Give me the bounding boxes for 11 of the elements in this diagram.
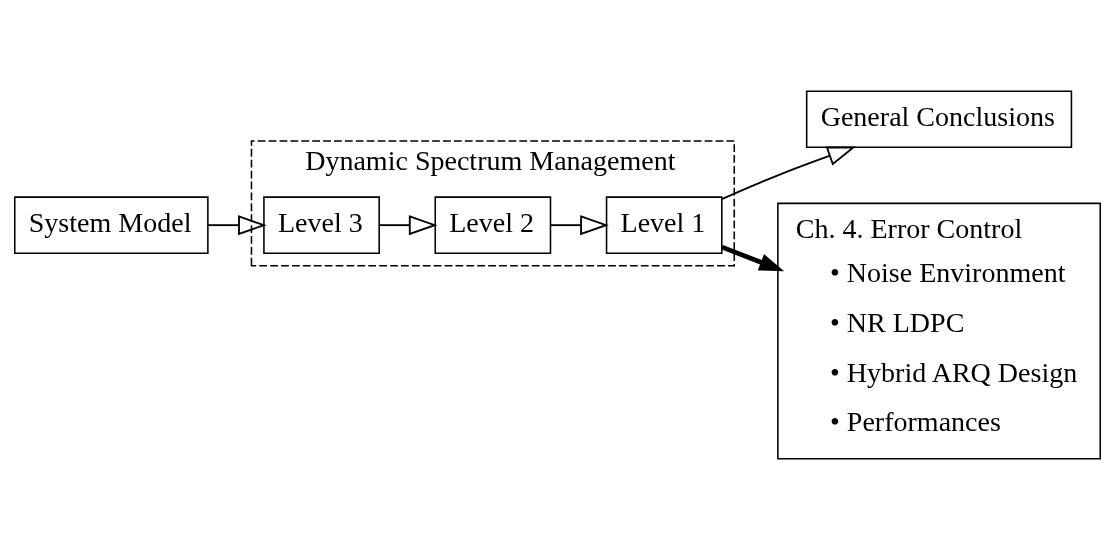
node-box: System Model: [13, 195, 209, 254]
arrow: [549, 214, 609, 235]
arrow: [378, 214, 438, 235]
arrow: [207, 214, 267, 235]
arrow: [720, 145, 856, 200]
node-box: Level 2: [434, 195, 552, 254]
node-box: General Conclusions: [805, 89, 1073, 148]
arrow: [721, 244, 785, 271]
node-box: Level 1: [605, 195, 723, 254]
node-box: Ch. 4. Error Control • Noise Environment • NR LDPC • Hybrid ARQ Design • Performances: [777, 202, 1102, 460]
node-box: Level 3: [263, 195, 380, 254]
